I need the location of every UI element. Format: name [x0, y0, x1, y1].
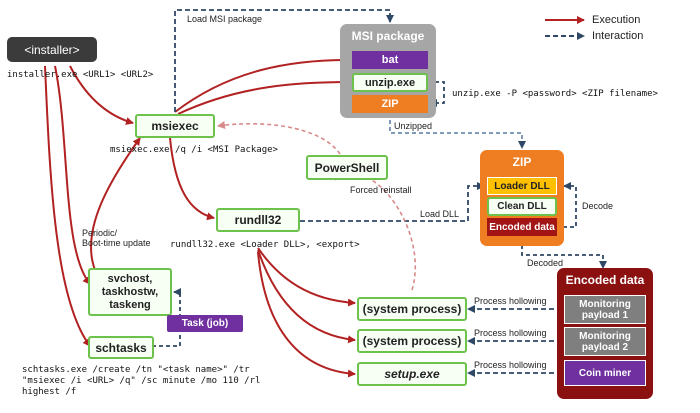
arrow-unzipped	[389, 113, 526, 149]
svchost-node: svchost, taskhostw, taskeng	[88, 268, 172, 316]
arrow-schtasks-task	[152, 288, 181, 347]
process-hollowing-label-2: Process hollowing	[474, 328, 547, 338]
arrow-powershell-msiexec	[217, 121, 341, 155]
zip-file: ZIP	[352, 95, 428, 113]
coin-miner: Coin miner	[564, 360, 646, 386]
arrow-installer-schtasks	[44, 65, 91, 347]
decode-label: Decode	[582, 201, 614, 211]
system-process-2: (system process)	[357, 329, 467, 353]
legend-interaction-label: Interaction	[592, 30, 644, 42]
arrow-rundll32-sysproc2	[257, 249, 356, 344]
arrow-rundll32-setup	[257, 251, 356, 378]
loader-dll: Loader DLL	[487, 177, 557, 195]
encoded-data-group-title: Encoded data	[565, 273, 645, 287]
encoded-data-file: Encoded data	[487, 218, 557, 236]
msiexec-node: msiexec	[135, 114, 215, 138]
arrow-decoded	[521, 245, 607, 269]
zip-group-title: ZIP	[512, 155, 532, 169]
setup-exe-node: setup.exe	[357, 362, 467, 386]
load-dll-label: Load DLL	[420, 209, 460, 219]
monitoring-payload-2: Monitoring payload 2	[564, 327, 646, 356]
arrow-svchost-msiexec	[90, 137, 141, 271]
legend-execution-label: Execution	[592, 14, 641, 26]
unzipped-label: Unzipped	[394, 121, 433, 131]
schtasks-command: schtasks.exe /create /tn "<task name>" /…	[22, 365, 261, 397]
load-msi-label: Load MSI package	[187, 14, 263, 24]
rundll32-command: rundll32.exe <Loader DLL>, <export>	[170, 240, 360, 250]
arrow-decode	[563, 182, 577, 228]
arrow-installer-svchost	[54, 65, 91, 285]
periodic-update-label: Periodic/ Boot-time update	[82, 228, 151, 248]
process-hollowing-label-1: Process hollowing	[474, 296, 547, 306]
arrow-rundll32-sysproc1	[257, 247, 356, 307]
installer-command: installer.exe <URL1> <URL2>	[7, 70, 154, 80]
msi-package-title: MSI package	[351, 29, 425, 43]
schtasks-node: schtasks	[88, 336, 154, 359]
process-hollowing-label-3: Process hollowing	[474, 360, 547, 370]
monitoring-payload-1: Monitoring payload 1	[564, 295, 646, 324]
clean-dll: Clean DLL	[487, 197, 557, 216]
arrow-msiexec-unzip	[177, 78, 351, 115]
arrow-msiexec-rundll32	[169, 137, 215, 221]
bat-file: bat	[352, 51, 428, 69]
arrow-installer-msiexec	[69, 65, 134, 125]
system-process-1: (system process)	[357, 297, 467, 321]
arrow-load-dll	[268, 182, 485, 222]
forced-reinstall-label: Forced reinstall	[350, 185, 412, 195]
installer-node: <installer>	[7, 37, 97, 62]
decoded-label: Decoded	[527, 258, 564, 268]
unzip-file: unzip.exe	[352, 73, 428, 92]
powershell-node: PowerShell	[306, 155, 388, 180]
task-job-node: Task (job)	[167, 315, 243, 332]
arrow-load-msi	[174, 9, 394, 112]
arrow-unzip-loop	[428, 81, 445, 107]
arrow-msiexec-bat	[174, 56, 349, 113]
msiexec-command: msiexec.exe /q /i <MSI Package>	[110, 145, 278, 155]
unzip-command: unzip.exe -P <password> <ZIP filename>	[452, 89, 658, 99]
rundll32-node: rundll32	[216, 208, 300, 232]
